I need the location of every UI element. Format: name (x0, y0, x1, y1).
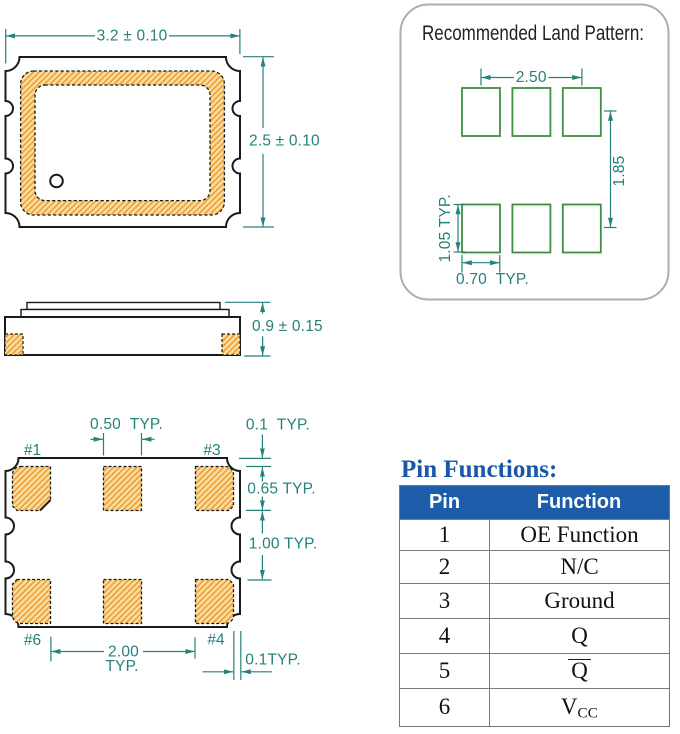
side-view-pad-right (221, 333, 241, 356)
dim-pad-span-typ-label: TYP. (105, 658, 138, 675)
pad-3-label: #3 (203, 442, 220, 459)
dim-row-gap-label: 1.00 TYP. (249, 536, 317, 553)
dim-pad-span-label: 2.00 (108, 644, 139, 661)
pin1-marker-dot (49, 173, 64, 189)
vcc-subscript: CC (577, 705, 599, 722)
pad-4 (194, 578, 235, 625)
table-cell-function-1: OE Function (489, 519, 669, 550)
top-view-lid (34, 84, 211, 202)
pad-6-label: #6 (24, 632, 41, 649)
dim-body-height-label: 2.5 ± 0.10 (249, 133, 320, 150)
land-pattern-dimensions (453, 68, 617, 273)
dim-land-pitch-label: 2.50 (516, 69, 547, 86)
dim-pad-width-label: 0.50 TYP. (90, 416, 163, 433)
table-cell-function-6: VCC (489, 687, 669, 726)
table-cell-function-3: Ground (489, 583, 669, 618)
land-pads (461, 87, 602, 254)
side-view-dimensions (225, 301, 271, 357)
land-pad-3 (561, 87, 602, 137)
table-cell-pin-4: 4 (400, 617, 489, 653)
table-header-pin: Pin (400, 486, 489, 519)
land-pad-5 (511, 203, 552, 254)
side-view-lid-base (20, 308, 230, 318)
pad-6 (11, 578, 52, 625)
table-cell-pin-6: 6 (400, 687, 489, 727)
pin-functions-title: Pin Functions: (401, 456, 558, 483)
dim-pad-height-label: 0.65 TYP. (247, 481, 315, 498)
side-view: 0.9 ± 0.15 (4, 301, 323, 357)
side-view-lid-top (26, 301, 221, 311)
bottom-view-dimensions (50, 433, 272, 680)
side-view-pad-left (4, 333, 24, 356)
bottom-view: #1 #3 #6 #4 (4, 416, 317, 680)
vcc-signal: VCC (560, 694, 599, 722)
table-cell-pin-3: 3 (400, 583, 489, 618)
land-pattern-title: Recommended Land Pattern: (422, 22, 644, 45)
top-view-dimensions (5, 29, 274, 228)
dim-land-pad-width-label: 0.70 TYP. (456, 271, 529, 288)
pad-1-chamfer-mark (39, 499, 52, 512)
dim-land-pad-height-label: 1.05 TYP. (437, 194, 454, 262)
table-cell-function-2: N/C (489, 549, 669, 583)
pad-3 (194, 465, 235, 512)
top-view: 3.2 ± 0.10 2.5 ± 0.10 (4, 27, 320, 228)
table-cell-pin-5: 5 (400, 652, 489, 688)
bottom-view-pads (11, 465, 235, 625)
dim-body-width-label: 3.2 ± 0.10 (97, 27, 168, 44)
land-pad-6 (461, 203, 501, 254)
side-view-body (4, 316, 241, 356)
pad-2 (102, 465, 143, 512)
dim-land-row-pitch-label: 1.85 (611, 156, 628, 187)
land-pad-1 (461, 87, 501, 137)
table-header-function: Function (489, 486, 669, 519)
dim-body-thickness-label: 0.9 ± 0.15 (252, 318, 323, 335)
table-cell-pin-2: 2 (400, 549, 489, 584)
vcc-base: V (560, 694, 578, 720)
land-pad-2 (511, 87, 552, 137)
table-cell-function-5: Q (489, 652, 669, 688)
table-cell-function-4: Q (489, 617, 669, 653)
pad-4-label: #4 (207, 632, 225, 649)
pad-1-label: #1 (24, 442, 41, 459)
land-pad-4 (561, 203, 602, 254)
pin-functions-table: Pin Function 1 OE Function 2 N/C 3 Groun… (399, 485, 670, 727)
pad-5 (102, 578, 143, 625)
dim-right-gap-label: 0.1TYP. (245, 652, 300, 669)
land-pattern-panel: Recommended Land Pattern: (399, 3, 670, 301)
table-cell-pin-1: 1 (400, 519, 489, 550)
dim-top-gap-label: 0.1 TYP. (246, 417, 310, 434)
bottom-view-package-outline (4, 457, 241, 628)
q-bar-signal: Q (568, 658, 591, 683)
pad-1 (11, 465, 52, 512)
